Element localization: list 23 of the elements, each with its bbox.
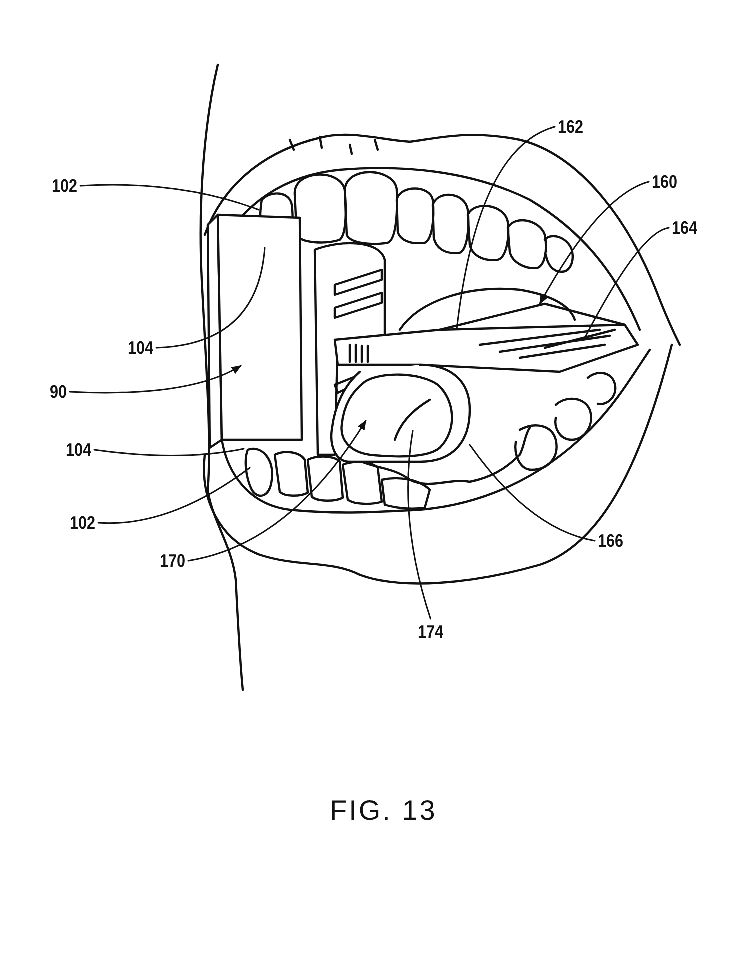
callout-number: 102 (52, 176, 78, 196)
leader-line (80, 184, 260, 211)
leader-line (408, 430, 432, 620)
leader-line (469, 444, 596, 542)
callout-number: 170 (160, 551, 186, 571)
callout-number: 104 (128, 338, 154, 358)
figure-caption: FIG. 13 (330, 795, 438, 827)
callout-number: 160 (652, 172, 678, 192)
leader-line (98, 467, 251, 524)
leader-arrow (539, 181, 650, 305)
leader-arrow (188, 420, 367, 562)
leader-arrow (69, 365, 242, 394)
callout-number: 162 (558, 117, 584, 137)
callout-number: 164 (672, 218, 698, 238)
callout-number: 90 (50, 382, 68, 402)
leader-line (456, 126, 556, 330)
callout-number: 102 (70, 513, 96, 533)
leader-line (583, 227, 670, 341)
callout-number: 166 (598, 531, 624, 551)
leader-line (156, 247, 266, 349)
leader-line (94, 448, 245, 456)
callout-number: 104 (66, 440, 92, 460)
callout-number: 174 (418, 622, 444, 642)
